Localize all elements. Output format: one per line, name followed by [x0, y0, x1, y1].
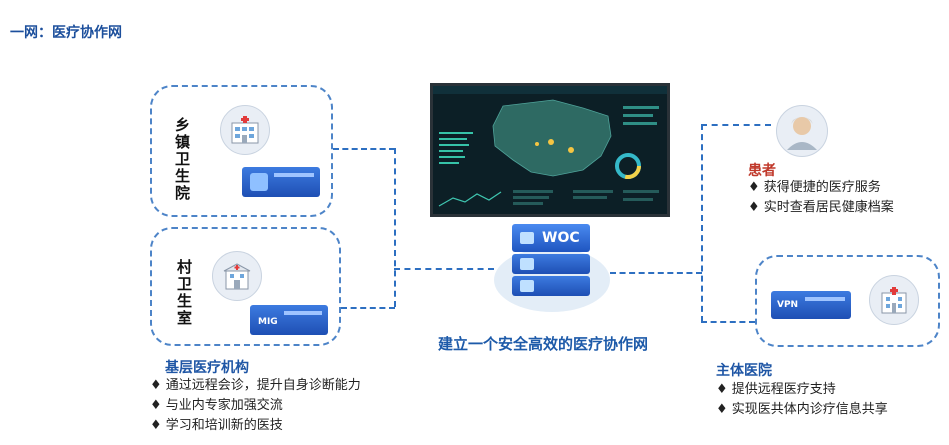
list-item-text: 学习和培训新的医技	[165, 418, 283, 433]
connector-left-vertical	[394, 148, 396, 307]
list-item: ♦ 通过远程会诊，提升自身诊断能力	[150, 378, 361, 393]
network-caption: 建立一个安全高效的医疗协作网	[438, 335, 649, 353]
list-item: ♦ 实时查看居民健康档案	[748, 200, 894, 215]
page-title: 一网：医疗协作网	[10, 25, 122, 41]
list-item: ♦ 提供远程医疗支持	[716, 382, 836, 397]
list-item-text: 通过远程会诊，提升自身诊断能力	[165, 378, 361, 393]
list-item: ♦ 与业内专家加强交流	[150, 398, 283, 413]
township-gateway-device	[242, 167, 320, 197]
mig-device-label: MIG	[258, 317, 278, 327]
village-clinic-label: 村卫生室	[175, 259, 193, 327]
township-hospital-label: 乡镇卫生院	[173, 117, 191, 202]
main-hospital-list: ♦ 提供远程医疗支持 ♦ 实现医共体内诊疗信息共享	[716, 380, 888, 420]
connector-left-to-woc	[394, 268, 494, 270]
connector-township	[333, 148, 395, 150]
list-item-text: 实时查看居民健康档案	[763, 200, 894, 215]
arrow-icon	[520, 232, 534, 244]
woc-device-top: WOC	[512, 224, 590, 252]
patient-list: ♦ 获得便捷的医疗服务 ♦ 实时查看居民健康档案	[748, 178, 894, 218]
connector-hospital	[701, 321, 755, 323]
patient-heading: 患者	[748, 163, 776, 179]
list-item: ♦ 实现医共体内诊疗信息共享	[716, 402, 888, 417]
list-item-text: 实现医共体内诊疗信息共享	[731, 402, 888, 417]
main-hospital-box: VPN	[755, 255, 940, 347]
connector-woc-right	[610, 272, 702, 274]
main-hospital-heading: 主体医院	[716, 363, 772, 379]
device-stripe	[274, 173, 314, 177]
vpn-label: VPN	[777, 300, 799, 310]
woc-device-middle	[512, 254, 590, 274]
device-stripe	[284, 311, 322, 315]
list-item-text: 与业内专家加强交流	[165, 398, 283, 413]
village-clinic-box: 村卫生室 MIG	[150, 227, 341, 346]
connector-right-vertical	[701, 124, 703, 322]
list-item: ♦ 学习和培训新的医技	[150, 418, 283, 433]
mig-device: MIG	[250, 305, 328, 335]
hospital-building-icon	[220, 105, 270, 155]
list-item: ♦ 获得便捷的医疗服务	[748, 180, 881, 195]
primary-care-heading: 基层医疗机构	[165, 360, 249, 376]
patient-avatar	[776, 105, 828, 157]
arrow-icon	[520, 280, 534, 292]
list-item-text: 获得便捷的医疗服务	[763, 180, 881, 195]
vpn-device: VPN	[771, 291, 851, 319]
woc-device-bottom	[512, 276, 590, 296]
device-stripe	[805, 297, 845, 301]
arrow-icon	[520, 258, 534, 270]
connector-patient	[701, 124, 771, 126]
woc-label: WOC	[542, 230, 580, 246]
dashboard-screen-art	[433, 86, 667, 214]
dashboard-screen-image	[430, 83, 670, 217]
connector-village	[341, 307, 395, 309]
list-item-text: 提供远程医疗支持	[731, 382, 836, 397]
township-hospital-box: 乡镇卫生院	[150, 85, 333, 217]
main-hospital-icon	[869, 275, 919, 325]
primary-care-list: ♦ 通过远程会诊，提升自身诊断能力 ♦ 与业内专家加强交流 ♦ 学习和培训新的医…	[150, 376, 361, 436]
network-icon	[250, 173, 268, 191]
clinic-building-icon	[212, 251, 262, 301]
